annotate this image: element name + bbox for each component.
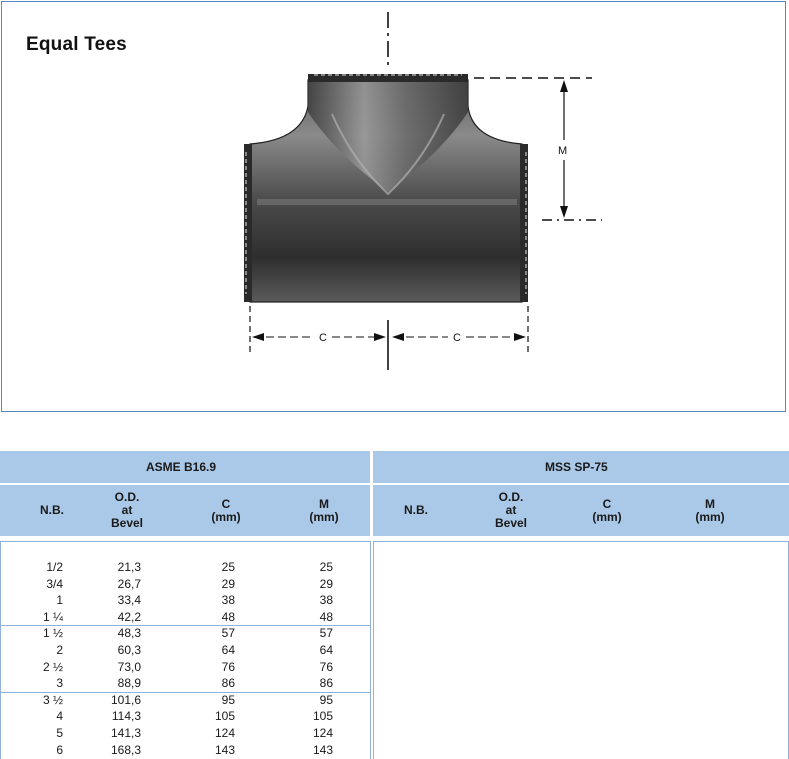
- table-row: 3 ½ 101,6 95 95: [1, 692, 371, 709]
- cell-m: 48: [319, 609, 333, 624]
- cell-od: 114,3: [111, 709, 141, 724]
- cell-od: 141,3: [110, 726, 141, 740]
- cell-c: 57: [221, 626, 235, 641]
- cell-c: 86: [221, 676, 235, 691]
- cell-od: 88,9: [117, 676, 141, 691]
- cell-nb: 3 ½: [42, 692, 63, 707]
- cell-m: 95: [319, 692, 333, 707]
- equal-tee-drawing: M C C: [244, 12, 602, 370]
- cell-nb: 5: [56, 726, 63, 740]
- dimension-m: [474, 77, 602, 221]
- cell-od: 21,3: [117, 560, 141, 574]
- cell-c: 48: [221, 609, 235, 624]
- cell-m: 29: [319, 576, 333, 591]
- cell-nb: 3: [56, 676, 63, 691]
- table-row: 3/4 26,7 29 29: [1, 576, 371, 593]
- header-nb-right: N.B.: [404, 503, 428, 517]
- cell-c: 64: [221, 643, 235, 657]
- cell-m: 38: [319, 593, 333, 608]
- cell-nb: 4: [56, 709, 63, 724]
- header-m-right: M(mm): [695, 496, 725, 524]
- cell-c: 143: [214, 742, 235, 757]
- cell-nb: 1: [56, 593, 63, 608]
- header-c-right: C(mm): [592, 496, 622, 524]
- tee-body: [244, 74, 528, 303]
- cell-od: 33,4: [117, 593, 141, 608]
- cell-nb: 6: [56, 742, 63, 757]
- dimension-c-right-label: C: [453, 332, 461, 344]
- standards-header: ASME B16.9 MSS SP-75: [0, 451, 789, 483]
- dimension-c: [249, 306, 529, 354]
- table-row: 4 114,3 105 105: [1, 708, 371, 725]
- cell-nb: 1 ¼: [42, 609, 63, 624]
- table-row: 1 ½ 48,3 57 57: [1, 625, 371, 642]
- cell-m: 25: [319, 560, 333, 574]
- cell-c: 124: [214, 726, 235, 740]
- cell-m: 105: [312, 709, 333, 724]
- cell-od: 42,2: [117, 609, 141, 624]
- cell-c: 105: [214, 709, 235, 724]
- cell-m: 76: [319, 659, 333, 674]
- table-row: 1 33,4 38 38: [1, 592, 371, 609]
- cell-nb: 1 ½: [42, 626, 63, 641]
- cell-od: 26,7: [117, 576, 141, 591]
- cell-od: 73,0: [117, 659, 141, 674]
- cell-c: 25: [221, 560, 235, 574]
- dimension-c-left-label: C: [319, 332, 327, 344]
- table-row: 6 168,3 143 143: [1, 742, 371, 759]
- mss-standard-label: MSS SP-75: [545, 460, 608, 474]
- cell-m: 124: [312, 726, 333, 740]
- group-divider: [1, 625, 371, 627]
- mss-table-body: [373, 541, 789, 759]
- asme-standard-label: ASME B16.9: [146, 460, 217, 474]
- asme-band: [0, 451, 370, 483]
- cell-nb: 2: [56, 643, 63, 657]
- table-row: 1 ¼ 42,2 48 48: [1, 609, 371, 626]
- cell-od: 168,3: [110, 742, 141, 757]
- cell-m: 86: [319, 676, 333, 691]
- page-title: Equal Tees: [26, 34, 127, 55]
- group-divider: [1, 691, 371, 693]
- header-m-left: M(mm): [309, 496, 339, 524]
- header-nb-left: N.B.: [40, 503, 64, 517]
- table-row: 5 141,3 124 124: [1, 725, 371, 742]
- cell-m: 143: [312, 742, 333, 757]
- cell-c: 38: [221, 593, 235, 608]
- cell-od: 48,3: [117, 626, 141, 641]
- mss-band: [373, 451, 789, 483]
- dimension-m-label: M: [558, 145, 567, 157]
- cell-c: 76: [221, 659, 235, 674]
- cell-m: 64: [319, 643, 333, 657]
- figure-panel: Equal Tees: [1, 1, 786, 412]
- header-c-left: C(mm): [211, 496, 241, 524]
- cell-nb: 2 ½: [42, 659, 63, 674]
- cell-nb: 3/4: [46, 576, 63, 591]
- cell-c: 95: [221, 692, 235, 707]
- cell-od: 101,6: [110, 692, 141, 707]
- table-row: 2 60,3 64 64: [1, 642, 371, 659]
- cell-od: 60,3: [117, 643, 141, 657]
- table-row: 3 88,9 86 86: [1, 675, 371, 692]
- cell-nb: 1/2: [46, 560, 63, 574]
- cell-c: 29: [221, 576, 235, 591]
- table-row: 1/2 21,3 25 25: [1, 559, 371, 576]
- cell-m: 57: [319, 626, 333, 641]
- table-row: 2 ½ 73,0 76 76: [1, 659, 371, 676]
